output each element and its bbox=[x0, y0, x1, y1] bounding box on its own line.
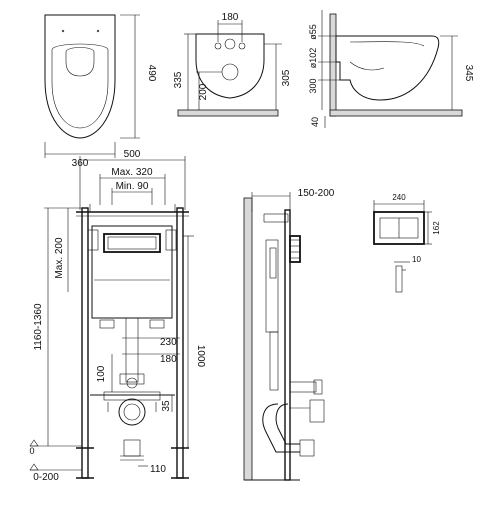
front-view-drawing bbox=[177, 20, 282, 117]
frame-dim-110-label: 110 bbox=[150, 464, 166, 475]
side-installation-drawing bbox=[243, 192, 325, 481]
front-view-hole-spacing-label: 180 bbox=[222, 12, 239, 23]
frame-max-height-label: Max. 200 bbox=[54, 237, 65, 279]
top-view-drawing bbox=[44, 14, 140, 158]
frame-dim-35-label: 35 bbox=[161, 400, 172, 412]
side-view-drawing bbox=[318, 10, 463, 128]
flush-plate-height-label: 162 bbox=[432, 221, 441, 235]
frame-width-label: 500 bbox=[124, 149, 141, 160]
side-view-height-label: 345 bbox=[463, 65, 474, 82]
side-installation-wall-offset-label: 150-200 bbox=[298, 188, 335, 199]
frame-height-label: 1000 bbox=[195, 345, 206, 368]
frame-max-width-label: Max. 320 bbox=[111, 167, 153, 178]
side-view-spacing-label: 300 bbox=[308, 78, 318, 93]
flush-plate-depth-label: 10 bbox=[412, 255, 421, 264]
front-view-height-left-label: 200 bbox=[198, 83, 209, 100]
front-view-height-outer-label: 335 bbox=[173, 71, 184, 88]
front-view-height-right-label: 305 bbox=[281, 69, 292, 86]
flush-plate-width-label: 240 bbox=[392, 193, 406, 202]
side-view-inlet-diameter-label: ø55 bbox=[308, 24, 318, 40]
top-view-height-label: 490 bbox=[146, 65, 157, 82]
frame-min-width-label: Min. 90 bbox=[116, 181, 149, 192]
flush-plate-drawing bbox=[373, 200, 432, 293]
frame-dim-100-label: 100 bbox=[96, 365, 107, 382]
side-view-outlet-diameter-label: ø102 bbox=[308, 48, 318, 69]
side-view-floor-clearance-label: 40 bbox=[310, 117, 320, 127]
frame-level-zero-label: 0 bbox=[29, 446, 34, 456]
frame-dim-230-label: 230 bbox=[160, 337, 177, 348]
installation-frame-drawing bbox=[29, 156, 194, 479]
frame-dim-180-label: 180 bbox=[160, 354, 177, 365]
frame-height-range-label: 1160-1360 bbox=[33, 303, 44, 351]
frame-floor-range-label: 0-200 bbox=[33, 472, 59, 483]
